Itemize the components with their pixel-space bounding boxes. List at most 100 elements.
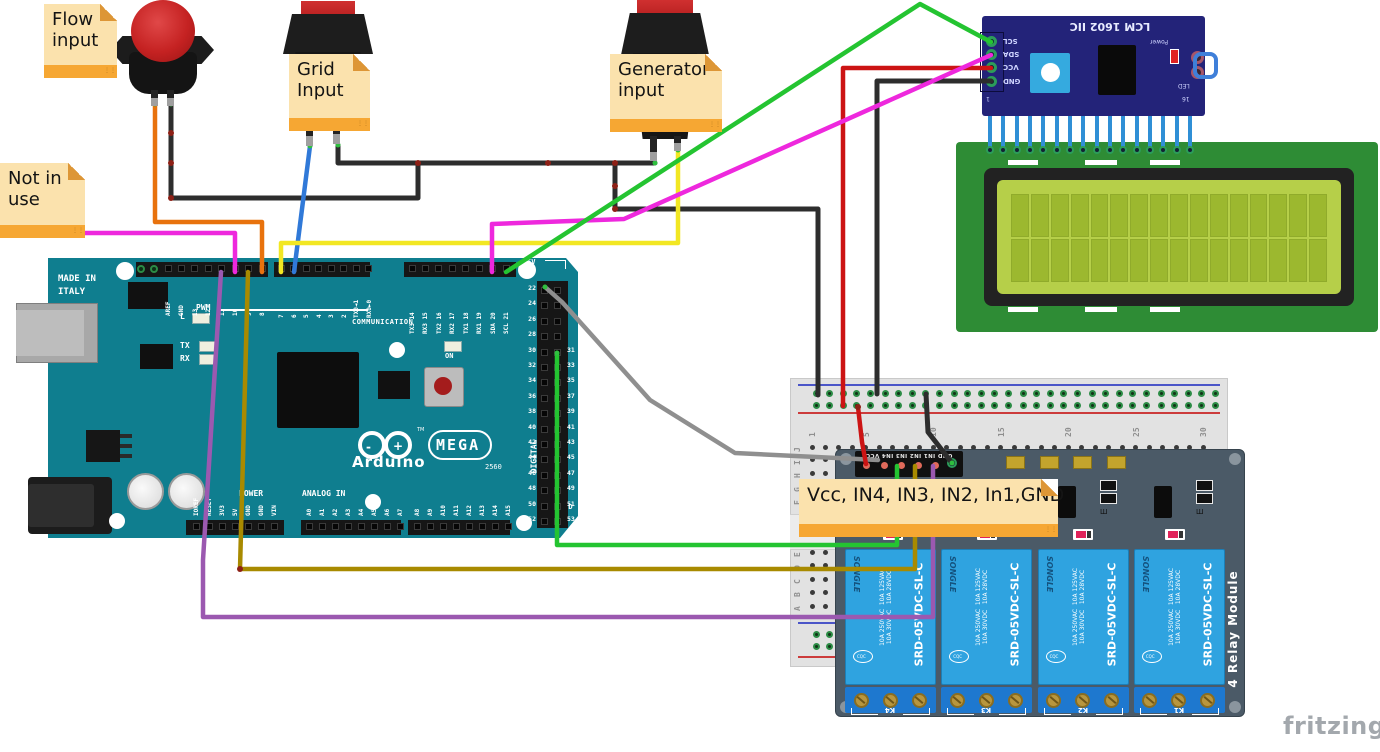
breadboard-rail-hole[interactable]	[1129, 401, 1136, 409]
breadboard-hole[interactable]	[809, 457, 815, 462]
breadboard-hole[interactable]	[1052, 444, 1058, 450]
breadboard-hole[interactable]	[809, 603, 815, 609]
breadboard-hole[interactable]	[809, 590, 815, 595]
lcm-board[interactable]	[982, 16, 1205, 116]
breadboard-rail-hole[interactable]	[1004, 401, 1012, 409]
wire-bendpoint[interactable]	[168, 195, 174, 201]
breadboard-hole[interactable]	[809, 563, 815, 568]
breadboard-rail-hole[interactable]	[881, 401, 889, 409]
breadboard-hole[interactable]	[1025, 444, 1031, 450]
wire-not-in-use-magenta[interactable]	[82, 230, 238, 275]
breadboard-rail-hole[interactable]	[1198, 401, 1205, 409]
wire-bendpoint[interactable]	[855, 404, 861, 410]
breadboard-hole[interactable]	[822, 444, 828, 450]
breadboard-hole[interactable]	[1119, 444, 1125, 450]
breadboard-rail-hole[interactable]	[977, 401, 985, 409]
breadboard-rail-hole[interactable]	[1184, 401, 1192, 409]
breadboard-rail-hole[interactable]	[1102, 389, 1109, 397]
breadboard-rail-hole[interactable]	[908, 389, 916, 397]
breadboard-hole[interactable]	[917, 444, 923, 450]
breadboard-hole[interactable]	[1173, 444, 1179, 450]
breadboard-hole[interactable]	[903, 444, 909, 450]
flow-button-cap[interactable]	[131, 0, 195, 62]
breadboard-rail-hole[interactable]	[1019, 389, 1027, 397]
breadboard-rail-hole[interactable]	[1142, 389, 1150, 397]
breadboard-rail-hole[interactable]	[826, 389, 833, 397]
wire-bendpoint[interactable]	[612, 183, 618, 189]
breadboard-hole[interactable]	[1200, 444, 1206, 450]
breadboard-rail-hole[interactable]	[812, 630, 820, 638]
breadboard-rail-hole[interactable]	[977, 389, 985, 397]
breadboard-rail-hole[interactable]	[1004, 389, 1012, 397]
breadboard-rail-hole[interactable]	[964, 401, 971, 409]
breadboard-rail-hole[interactable]	[866, 389, 874, 397]
breadboard-rail-hole[interactable]	[895, 389, 902, 397]
breadboard-rail-hole[interactable]	[935, 401, 943, 409]
breadboard-hole[interactable]	[876, 444, 882, 450]
breadboard-hole[interactable]	[809, 549, 815, 555]
note-flow-input[interactable]: Flow input ⋮⋮	[44, 4, 117, 78]
breadboard-hole[interactable]	[971, 444, 977, 450]
wire-relay-ground-black[interactable]	[923, 391, 955, 466]
breadboard-hole[interactable]	[809, 470, 815, 476]
breadboard-hole[interactable]	[890, 444, 896, 450]
breadboard-hole[interactable]	[823, 563, 828, 568]
wire-bendpoint[interactable]	[415, 160, 421, 166]
breadboard-rail-hole[interactable]	[853, 389, 860, 397]
breadboard-rail-hole[interactable]	[991, 389, 998, 397]
breadboard-rail-hole[interactable]	[826, 401, 833, 409]
breadboard-rail-hole[interactable]	[1060, 401, 1067, 409]
wire-rail-to-relay-vcc-red[interactable]	[855, 404, 869, 467]
breadboard-rail-hole[interactable]	[812, 401, 820, 409]
wire-lcm-vcc-red[interactable]	[840, 65, 994, 409]
breadboard-rail-hole[interactable]	[881, 389, 889, 397]
breadboard-rail-hole[interactable]	[1211, 401, 1219, 409]
breadboard-rail-hole[interactable]	[1088, 401, 1096, 409]
breadboard-hole[interactable]	[1079, 444, 1085, 450]
note-generator-input[interactable]: Generator input ⋮⋮	[610, 54, 722, 132]
breadboard-hole[interactable]	[809, 576, 815, 582]
breadboard-hole[interactable]	[998, 444, 1004, 450]
breadboard-rail-hole[interactable]	[991, 401, 998, 409]
breadboard-rail-hole[interactable]	[1142, 401, 1150, 409]
breadboard-hole[interactable]	[1092, 444, 1098, 450]
breadboard-rail-hole[interactable]	[964, 389, 971, 397]
breadboard-rail-hole[interactable]	[1171, 401, 1178, 409]
breadboard-hole[interactable]	[1038, 444, 1044, 450]
breadboard-hole[interactable]	[930, 444, 936, 450]
breadboard-rail-hole[interactable]	[826, 642, 833, 650]
breadboard-hole[interactable]	[957, 444, 963, 450]
wire-bendpoint[interactable]	[237, 566, 243, 572]
breadboard-hole[interactable]	[836, 444, 842, 450]
breadboard-hole[interactable]	[1146, 444, 1152, 450]
breadboard-rail-hole[interactable]	[1060, 389, 1067, 397]
breadboard-rail-hole[interactable]	[1033, 389, 1040, 397]
breadboard-hole[interactable]	[849, 444, 855, 450]
breadboard-rail-hole[interactable]	[1046, 389, 1054, 397]
breadboard-hole[interactable]	[809, 444, 815, 450]
breadboard-rail-hole[interactable]	[1129, 389, 1136, 397]
breadboard-rail-hole[interactable]	[1019, 401, 1027, 409]
wire-grid-button-signal-blue[interactable]	[291, 143, 313, 275]
wire-relay-in4-gray[interactable]	[542, 284, 881, 463]
breadboard-hole[interactable]	[823, 590, 828, 595]
breadboard-rail-hole[interactable]	[935, 389, 943, 397]
breadboard-rail-hole[interactable]	[1073, 401, 1081, 409]
breadboard-hole[interactable]	[823, 603, 828, 609]
breadboard-hole[interactable]	[823, 549, 828, 555]
breadboard-hole[interactable]	[1133, 444, 1139, 450]
lcm-led-jumper-cap[interactable]	[1193, 52, 1218, 79]
breadboard-rail-hole[interactable]	[1157, 389, 1165, 397]
breadboard-rail-hole[interactable]	[1115, 401, 1123, 409]
wire-relay-in1-purple[interactable]	[200, 269, 936, 620]
breadboard-rail-hole[interactable]	[1033, 401, 1040, 409]
breadboard-rail-hole[interactable]	[866, 401, 874, 409]
breadboard-rail-hole[interactable]	[1073, 389, 1081, 397]
note-grid-input[interactable]: Grid Input ⋮⋮	[289, 54, 370, 131]
breadboard-rail-hole[interactable]	[895, 401, 902, 409]
breadboard-rail-hole[interactable]	[950, 401, 958, 409]
breadboard-hole[interactable]	[823, 470, 828, 476]
breadboard-rail-hole[interactable]	[950, 389, 958, 397]
breadboard-hole[interactable]	[1106, 444, 1112, 450]
breadboard-rail-hole[interactable]	[826, 630, 833, 638]
